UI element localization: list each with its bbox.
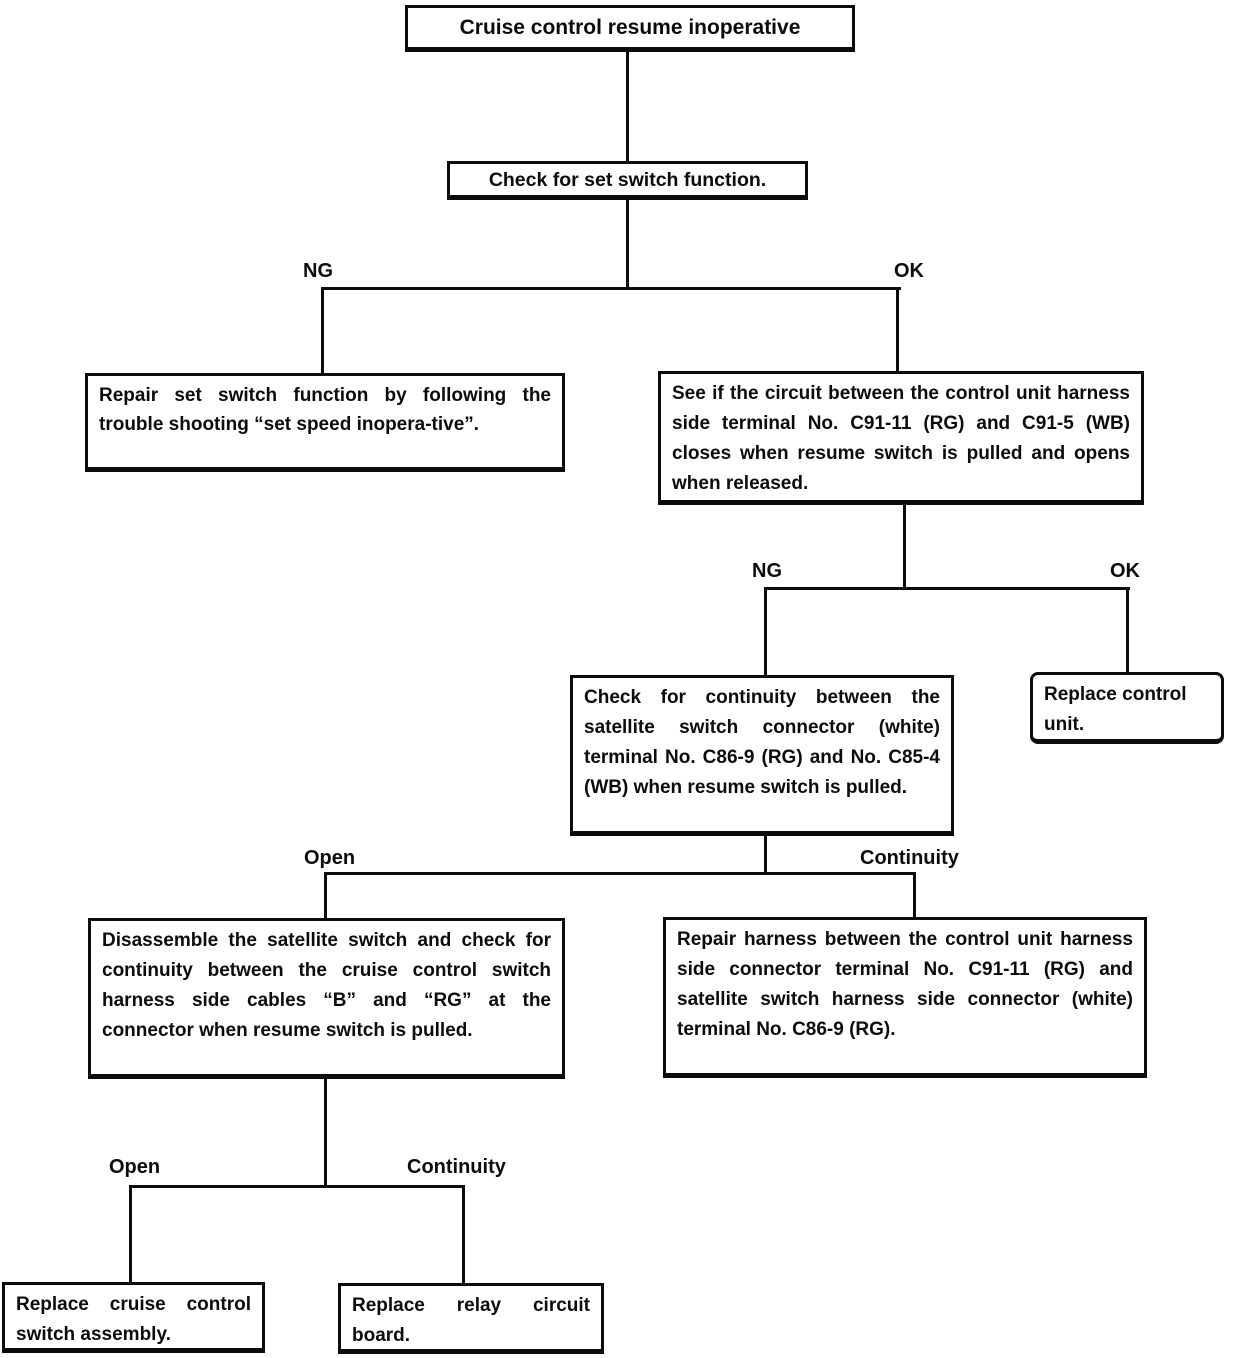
branch-label-open-1: Open bbox=[304, 847, 356, 869]
node-replace-relay-circuit-board: Replace relay circuit board. bbox=[338, 1283, 604, 1354]
branch-label-ok-1: OK bbox=[894, 260, 924, 282]
node-replace-control-unit: Replace control unit. bbox=[1030, 672, 1224, 744]
node-see-if-circuit-closes: See if the circuit between the control u… bbox=[658, 371, 1144, 505]
branch-label-continuity-2: Continuity bbox=[407, 1156, 506, 1178]
node-replace-switch-assembly: Replace cruise control switch assembly. bbox=[2, 1282, 265, 1353]
connector-line bbox=[764, 834, 767, 875]
connector-line bbox=[321, 287, 324, 375]
connector-line bbox=[913, 872, 916, 919]
branch-label-continuity-1: Continuity bbox=[860, 847, 959, 869]
node-start: Cruise control resume inoperative bbox=[405, 5, 855, 52]
node-disassemble-satellite-switch: Disassemble the satellite switch and che… bbox=[88, 918, 565, 1079]
branch-label-ng-2: NG bbox=[752, 560, 782, 582]
connector-line bbox=[626, 198, 629, 290]
connector-line bbox=[324, 872, 327, 920]
connector-line bbox=[1126, 587, 1129, 674]
connector-line bbox=[903, 503, 906, 590]
connector-line bbox=[462, 1185, 465, 1285]
branch-label-ok-2: OK bbox=[1110, 560, 1140, 582]
connector-line bbox=[626, 50, 629, 163]
node-repair-set-switch: Repair set switch function by following … bbox=[85, 373, 565, 472]
node-check-set-switch: Check for set switch function. bbox=[447, 161, 808, 200]
branch-label-open-2: Open bbox=[109, 1156, 161, 1178]
branch-label-ng-1: NG bbox=[303, 260, 333, 282]
connector-line bbox=[321, 287, 901, 290]
connector-line bbox=[129, 1185, 465, 1188]
connector-line bbox=[764, 587, 767, 677]
connector-line bbox=[896, 287, 899, 373]
connector-line bbox=[324, 872, 916, 875]
connector-line bbox=[129, 1185, 132, 1284]
node-repair-harness: Repair harness between the control unit … bbox=[663, 917, 1147, 1078]
connector-line bbox=[324, 1077, 327, 1188]
connector-line bbox=[764, 587, 1130, 590]
node-check-continuity-satellite: Check for continuity between the satelli… bbox=[570, 675, 954, 836]
